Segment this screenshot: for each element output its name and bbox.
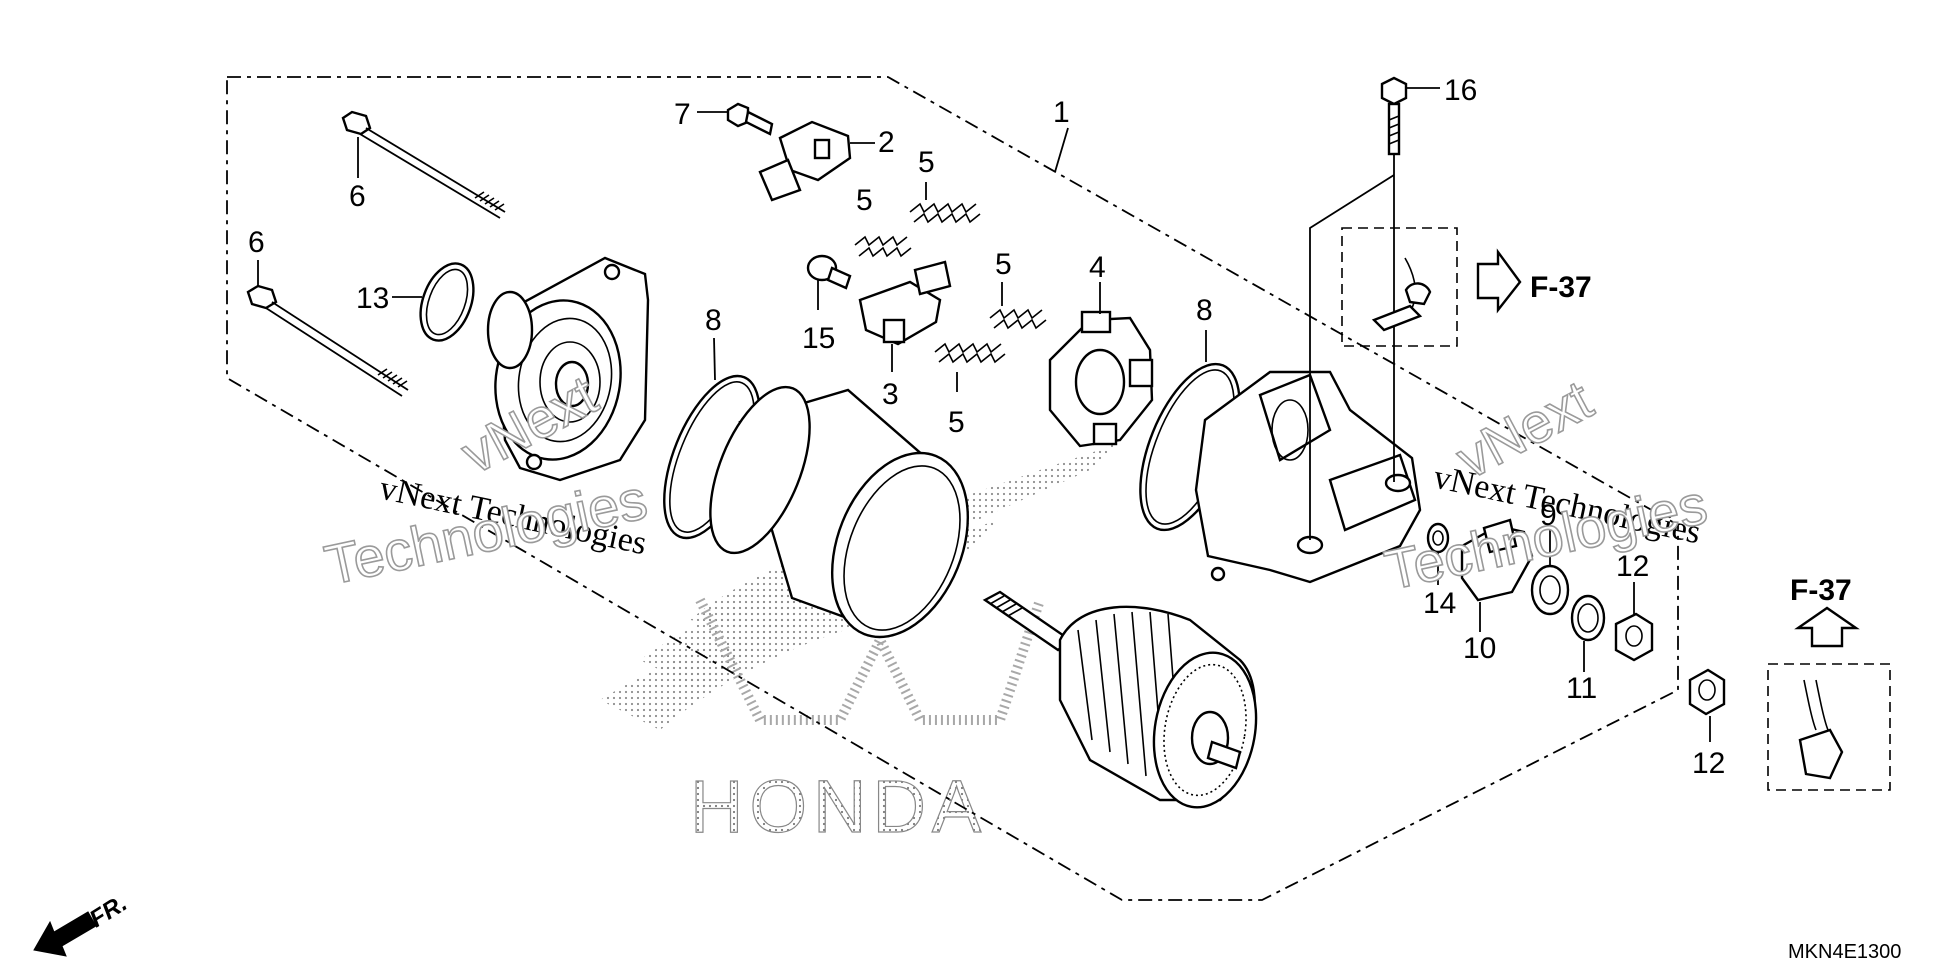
callout-8-right[interactable]: 8 bbox=[1196, 294, 1213, 327]
callout-5-bottom[interactable]: 5 bbox=[948, 406, 965, 439]
ref-label-bottom[interactable]: F-37 bbox=[1790, 574, 1852, 607]
screw-15 bbox=[806, 254, 852, 310]
callout-16[interactable]: 16 bbox=[1444, 74, 1477, 107]
callout-6-upper[interactable]: 6 bbox=[349, 180, 366, 213]
item-1-leader bbox=[1054, 127, 1069, 173]
washer-11 bbox=[1570, 594, 1606, 672]
nut-12-b bbox=[1688, 668, 1726, 742]
callout-4[interactable]: 4 bbox=[1089, 251, 1106, 284]
spring-5-d bbox=[934, 342, 1006, 392]
ref-label-right[interactable]: F-37 bbox=[1530, 271, 1592, 304]
ground-cable-ref-box bbox=[1341, 227, 1458, 347]
motor-yoke bbox=[709, 385, 970, 639]
long-bolt-lower bbox=[246, 260, 409, 397]
callout-2[interactable]: 2 bbox=[878, 126, 895, 159]
front-direction-arrow: FR. bbox=[33, 890, 132, 957]
cable-terminal-ref-box bbox=[1767, 663, 1891, 791]
callout-5-left[interactable]: 5 bbox=[856, 184, 873, 217]
spring-5-a bbox=[909, 182, 981, 224]
o-ring-13 bbox=[392, 262, 475, 342]
spring-5-b bbox=[854, 235, 912, 258]
rear-cover-bracket bbox=[1194, 370, 1422, 584]
brush-plate-4 bbox=[1048, 282, 1154, 448]
starter-motor-assembly-boundary bbox=[226, 76, 1679, 901]
long-bolt-upper bbox=[341, 110, 506, 219]
callout-7[interactable]: 7 bbox=[674, 98, 691, 131]
armature bbox=[982, 590, 1258, 809]
terminal-2 bbox=[758, 120, 875, 202]
front-cover bbox=[486, 256, 650, 482]
watermark-left-big-2: Technologies bbox=[319, 467, 652, 597]
diagram-code: MKN4E1300 bbox=[1788, 941, 1901, 963]
callout-6-lower[interactable]: 6 bbox=[248, 226, 265, 259]
insulator-10 bbox=[1460, 518, 1534, 632]
bolt-7 bbox=[697, 102, 774, 136]
callout-12-lower[interactable]: 12 bbox=[1692, 747, 1725, 780]
brush-holder-3 bbox=[858, 260, 952, 372]
item-8-left-leader bbox=[713, 337, 716, 381]
nut-12-a bbox=[1614, 582, 1654, 662]
callout-10[interactable]: 10 bbox=[1463, 632, 1496, 665]
callout-9[interactable]: 9 bbox=[1540, 499, 1557, 532]
callout-8-left[interactable]: 8 bbox=[705, 304, 722, 337]
callout-15[interactable]: 15 bbox=[802, 322, 835, 355]
callout-13[interactable]: 13 bbox=[356, 282, 389, 315]
callout-12-upper[interactable]: 12 bbox=[1616, 550, 1649, 583]
honda-brand-watermark: HONDA bbox=[690, 765, 987, 848]
callout-3[interactable]: 3 bbox=[882, 378, 899, 411]
callout-5-right[interactable]: 5 bbox=[995, 248, 1012, 281]
callout-5-top[interactable]: 5 bbox=[918, 146, 935, 179]
washer-14 bbox=[1426, 522, 1450, 585]
ref-arrow-right bbox=[1476, 248, 1522, 314]
watermark-right-big-1: vNext bbox=[1446, 368, 1602, 491]
callout-1[interactable]: 1 bbox=[1053, 96, 1070, 129]
callout-14[interactable]: 14 bbox=[1423, 587, 1456, 620]
ref-arrow-up bbox=[1794, 606, 1860, 648]
callout-11[interactable]: 11 bbox=[1566, 672, 1597, 705]
washer-9 bbox=[1530, 530, 1570, 616]
spring-5-c bbox=[989, 282, 1047, 330]
